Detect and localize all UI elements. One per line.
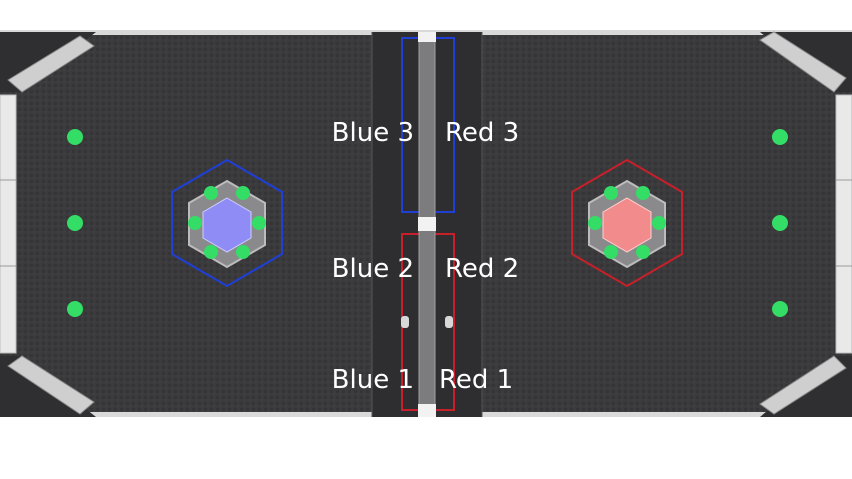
right-wall [835, 94, 852, 354]
divider-cap-mid [418, 217, 436, 231]
power-cell [636, 186, 650, 200]
power-cell [236, 245, 250, 259]
blue-goal [171, 158, 283, 288]
corner-top-left [0, 32, 96, 93]
red-station-1-label: Red 1 [439, 365, 513, 395]
divider-marker-left [401, 316, 409, 328]
power-cell [588, 216, 602, 230]
power-cell [236, 186, 250, 200]
corner-bottom-right [759, 355, 852, 417]
power-cell [636, 245, 650, 259]
power-cell [652, 216, 666, 230]
power-cell [252, 216, 266, 230]
red-goal-inner [602, 197, 652, 253]
red-goal-hex-outline [571, 158, 683, 288]
power-cell [67, 129, 83, 145]
power-cell [204, 245, 218, 259]
corner-top-right [759, 31, 852, 93]
divider-marker-right [445, 316, 453, 328]
divider-cap-top [418, 32, 436, 42]
blue-goal-inner [202, 197, 252, 253]
power-cell [772, 129, 788, 145]
red-goal [571, 158, 683, 288]
power-cell [772, 215, 788, 231]
blue-station-2-label: Blue 2 [332, 254, 414, 284]
power-cell [188, 216, 202, 230]
blue-station-1-label: Blue 1 [332, 365, 414, 395]
power-cell [204, 186, 218, 200]
power-cell [772, 301, 788, 317]
red-station-3-label: Red 3 [445, 118, 519, 148]
blue-station-3-label: Blue 3 [332, 118, 414, 148]
divider-cap-bottom [418, 404, 436, 417]
blue-goal-hex-outline [171, 158, 283, 288]
power-cell [604, 186, 618, 200]
corner-bottom-left [0, 355, 96, 417]
power-cell [67, 301, 83, 317]
left-wall [0, 94, 17, 354]
power-cell [67, 215, 83, 231]
power-cell [604, 245, 618, 259]
red-station-2-label: Red 2 [445, 254, 519, 284]
